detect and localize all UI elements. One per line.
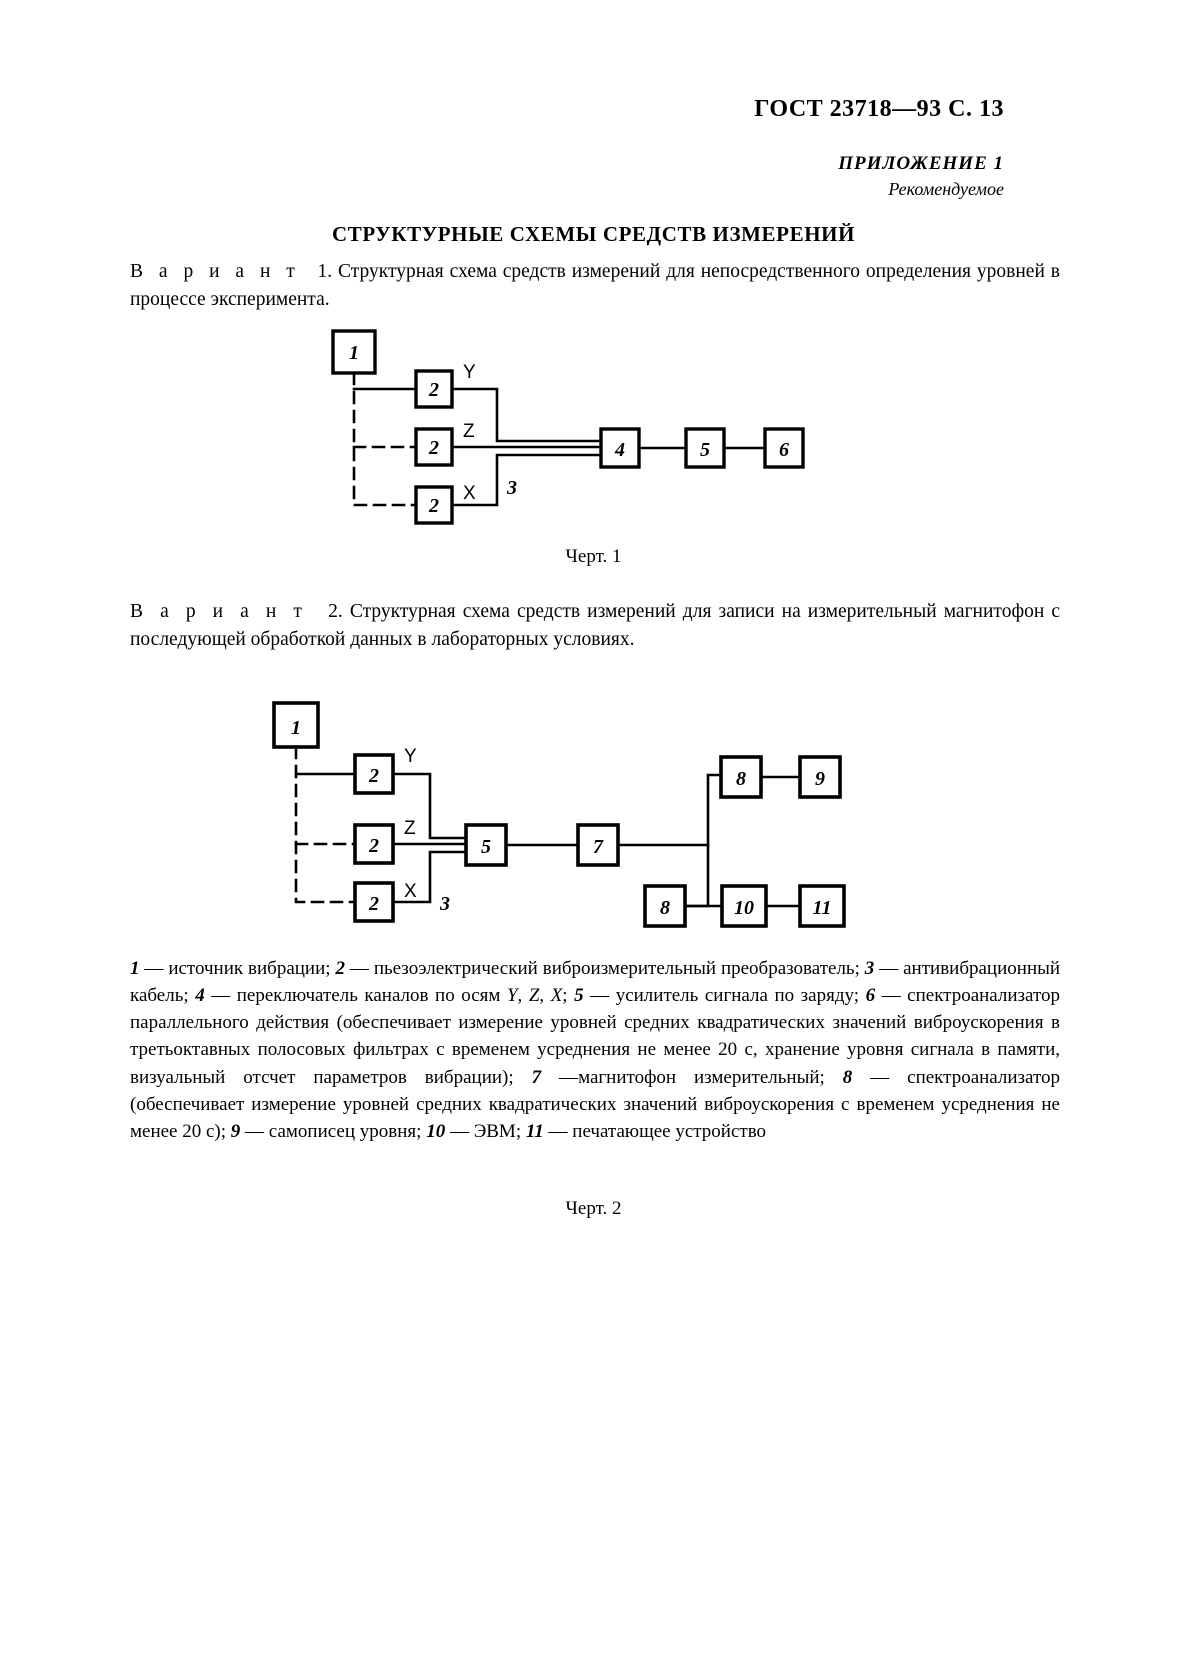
figure1-box-1-label: 1 xyxy=(349,342,359,364)
figure2-box-1-label: 1 xyxy=(291,717,301,739)
figure2-box-8-top xyxy=(719,755,763,799)
figure-1-caption: Черт. 1 xyxy=(565,546,622,567)
legend-item-1: источник вибрации xyxy=(168,958,326,979)
figure2-box-2-z xyxy=(353,823,395,865)
figure1-box-2-z xyxy=(414,427,454,467)
figure1-box-5 xyxy=(684,427,726,469)
variant-2-paragraph: В а р и а н т 2. Структурная схема средс… xyxy=(130,598,1060,653)
page-title: СТРУКТУРНЫЕ СХЕМЫ СРЕДСТВ ИЗМЕРЕНИЙ xyxy=(331,222,856,246)
legend-item-11: печатающее устройство xyxy=(572,1120,767,1142)
figure2-box-11 xyxy=(798,884,846,928)
figure2-box-1 xyxy=(272,701,320,749)
legend-item-9: самописец уровня xyxy=(268,1120,417,1142)
figure2-box-9-label: 9 xyxy=(815,768,825,790)
variant-2-label: В а р и а н т xyxy=(130,601,307,622)
figure-legend-text: 1 — источник вибрации; 2 — пьезоэлектрич… xyxy=(130,958,1061,1142)
figure1-axis-label-y: Y xyxy=(463,362,476,383)
figure2-axis-label-y: Y xyxy=(404,746,417,767)
figure1-cable-label: 3 xyxy=(506,477,517,499)
figure1-box-2-y xyxy=(414,369,454,409)
legend-item-5: усилитель сигнала по заряду xyxy=(615,985,854,1007)
figure2-box-8-top-label: 8 xyxy=(736,768,746,790)
figure2-box-8-bottom-label: 8 xyxy=(660,897,670,919)
figure2-box-8-bottom xyxy=(643,884,687,928)
legend-item-10: ЭВМ xyxy=(473,1120,516,1142)
figure2-axis-label-z: Z xyxy=(404,818,416,839)
legend-item-2: пьезоэлектрический виброизмерительный пр… xyxy=(373,958,855,979)
figure1-box-5-label: 5 xyxy=(700,439,710,461)
legend-item-6: спектроанализатор параллельного действия… xyxy=(130,985,1061,1088)
figure2-box-5-label: 5 xyxy=(481,836,491,858)
figure1-box-6 xyxy=(763,427,805,469)
legend-item-7: магнитофон измерительный xyxy=(578,1066,820,1088)
figure1-box-2-x xyxy=(414,485,454,525)
figure1-box-1 xyxy=(331,329,377,375)
variant-2-text: 2. Структурная схема средств измерений д… xyxy=(130,601,1060,650)
figure2-box-7-label: 7 xyxy=(593,836,604,858)
variant-1-label: В а р и а н т xyxy=(130,261,300,282)
figure2-cable-label: 3 xyxy=(439,893,450,915)
figure2-box-10-label: 10 xyxy=(734,897,754,919)
figure-1-diagram: 1 2 2 2 4 5 6 Y Z X 3 xyxy=(0,0,1187,600)
figure2-box-2-y-label: 2 xyxy=(368,765,379,787)
figure-2-diagram: 1 2 2 2 5 7 8 9 8 10 11 Y Z X 3 xyxy=(272,701,846,928)
figure2-box-2-x xyxy=(353,881,395,923)
legend-item-8: спектроанализатор (обеспечивает измерени… xyxy=(130,1066,1061,1142)
figure2-box-5 xyxy=(464,823,508,867)
legend-item-3: антивибрационный кабель xyxy=(130,958,1061,1007)
figure1-box-4-label: 4 xyxy=(614,439,625,461)
variant-1-paragraph: В а р и а н т 1. Структурная схема средс… xyxy=(130,258,1060,313)
figure2-box-10 xyxy=(720,884,768,928)
figure2-box-11-label: 11 xyxy=(813,897,832,919)
figure1-axis-label-x: X xyxy=(463,483,476,504)
figure2-box-2-x-label: 2 xyxy=(368,893,379,915)
figure2-box-2-z-label: 2 xyxy=(368,835,379,857)
figure2-box-2-y xyxy=(353,753,395,795)
variant-1-text: 1. Структурная схема средств измерений д… xyxy=(130,261,1060,310)
figure1-box-2-z-label: 2 xyxy=(428,437,439,459)
figure2-box-9 xyxy=(798,755,842,799)
figure1-box-4 xyxy=(599,427,641,469)
figure1-box-2-x-label: 2 xyxy=(428,495,439,517)
figure1-box-2-y-label: 2 xyxy=(428,379,439,401)
annex-title: ПРИЛОЖЕНИЕ 1 xyxy=(838,153,1004,174)
figure2-axis-label-x: X xyxy=(404,881,417,902)
figure1-axis-label-z: Z xyxy=(463,421,475,442)
annex-subtitle: Рекомендуемое xyxy=(888,178,1004,199)
annex-block: ПРИЛОЖЕНИЕ 1 Рекомендуемое xyxy=(838,152,1004,200)
figure1-box-6-label: 6 xyxy=(779,439,789,461)
figure-2-caption: Черт. 2 xyxy=(565,1198,622,1219)
figure2-box-7 xyxy=(576,823,620,867)
document-reference-header: ГОСТ 23718—93 С. 13 xyxy=(754,96,1004,122)
legend-item-4: переключатель каналов по осям Y, Z, X xyxy=(236,985,563,1007)
